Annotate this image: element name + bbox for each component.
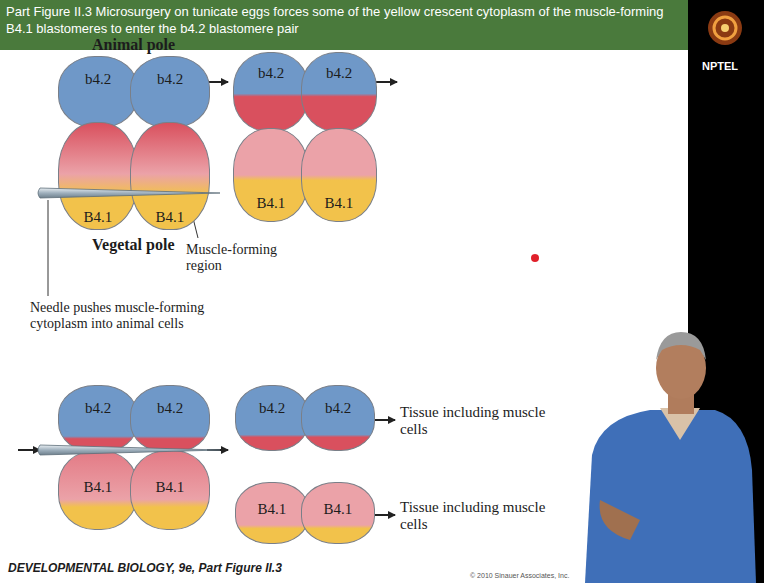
cell-label: b4.2 [59,71,137,88]
arrow [372,419,395,421]
cell-label: b4.2 [131,71,209,88]
arrow [18,449,40,451]
cell-label: B4.1 [131,479,209,496]
blastomere-cell: B4.1 [235,482,309,544]
arrow [376,81,397,83]
arrow [207,449,228,451]
cell-label: b4.2 [59,400,137,417]
blastomere-cell: B4.1 [301,482,375,544]
cell-label: b4.2 [131,400,209,417]
blastomere-cell: B4.1 [130,122,210,230]
arrow [207,81,228,83]
blastomere-cell: B4.1 [301,128,377,222]
blastomere-cell: b4.2 [130,385,210,453]
blastomere-cell: b4.2 [130,56,210,128]
logo-text: NPTEL [702,60,738,73]
annotation: Needle pushes muscle-forming cytoplasm i… [30,300,260,332]
cell-label: B4.1 [236,501,308,518]
blastomere-cell: B4.1 [58,450,138,530]
blastomere-cell: b4.2 [301,385,375,451]
blastomere-cell: B4.1 [130,450,210,530]
nptel-logo [708,11,742,45]
cell-label: b4.2 [234,65,308,82]
cell-label: b4.2 [302,65,376,82]
cell-label: B4.1 [59,479,137,496]
leader-line [48,200,49,296]
annotation: Muscle-forming region [186,242,301,274]
arrow [372,514,395,516]
cell-label: b4.2 [302,400,374,417]
cell-label: b4.2 [236,400,308,417]
needle [38,445,220,455]
cell-label: B4.1 [131,209,209,226]
blastomere-cell: b4.2 [58,56,138,128]
blastomere-cell: b4.2 [58,385,138,453]
cell-label: B4.1 [302,501,374,518]
needle [38,188,220,198]
annotation: Animal pole [92,36,175,54]
cell-label: B4.1 [302,195,376,212]
cell-label: B4.1 [234,195,308,212]
blastomere-cell: B4.1 [58,122,138,230]
blastomere-cell: b4.2 [233,52,309,132]
presenter [585,332,756,583]
blastomere-cell: b4.2 [301,52,377,132]
annotation: Vegetal pole [92,236,175,254]
blastomere-cell: B4.1 [233,128,309,222]
footer-text: DEVELOPMENTAL BIOLOGY, 9e, Part Figure I… [8,562,282,576]
annotation: Tissue including muscle cells [400,499,550,534]
footer-text: © 2010 Sinauer Associates, Inc. [470,572,569,580]
slide-title: Part Figure II.3 Microsurgery on tunicat… [6,3,682,37]
annotation: Tissue including muscle cells [400,404,550,439]
cell-label: B4.1 [59,209,137,226]
blastomere-cell: b4.2 [235,385,309,451]
pointer-dot [531,254,539,262]
